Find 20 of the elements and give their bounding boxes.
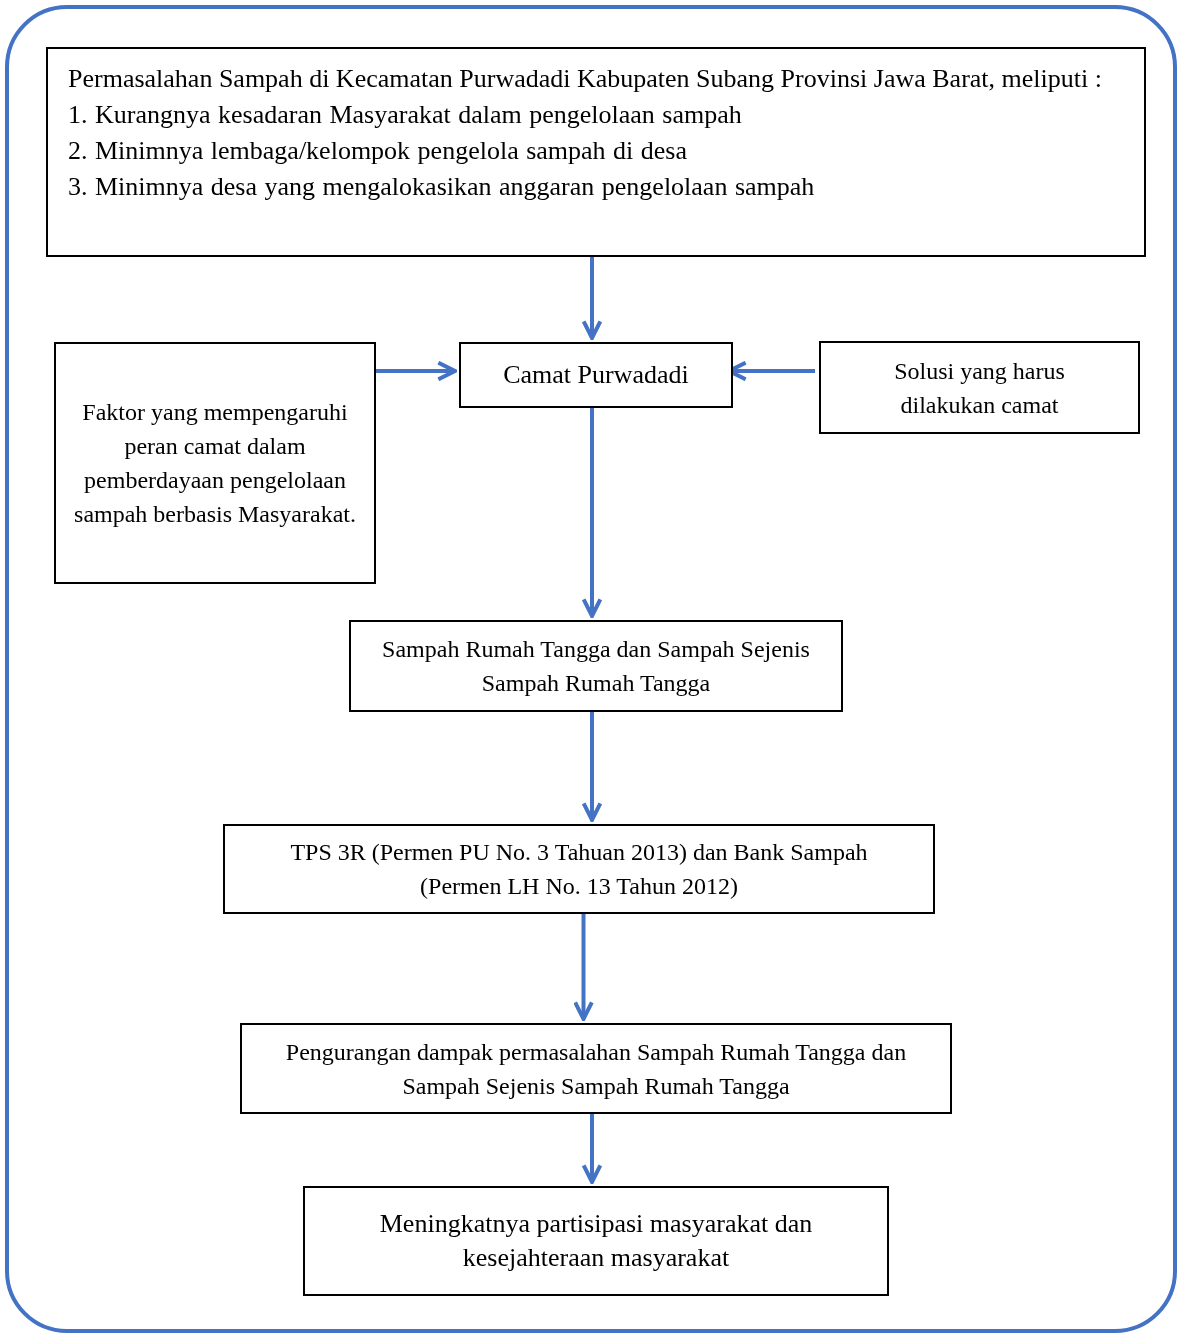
process-box <box>349 620 843 712</box>
process-box <box>240 1023 952 1114</box>
box-text: Meningkatnya partisipasi masyarakat dan kesejahteraan masyarakat <box>378 1208 814 1274</box>
box-text: Permasalahan Sampah di Kecamatan Purwadadi Kabupaten Subang Provinsi Jawa Barat, meliputi : <box>68 63 1103 95</box>
box-text: Solusi yang harus dilakukan camat <box>893 356 1066 420</box>
list-item: 1. Kurangnya kesadaran Masyarakat dalam pengelolaan sampah <box>68 99 743 131</box>
box-text: Pengurangan dampak permasalahan Sampah Rumah Tangga dan Sampah Sejenis Sampah Rumah Tangga <box>284 1037 908 1101</box>
box-text: Faktor yang mempengaruhi peran camat dalam pemberdayaan pengelolaan sampah berbasis Masyarakat. <box>73 398 357 529</box>
list-item: 3. Minimnya desa yang mengalokasikan anggaran pengelolaan sampah <box>68 171 816 203</box>
box-text: Sampah Rumah Tangga dan Sampah Sejenis Sampah Rumah Tangga <box>381 635 811 698</box>
box-text: TPS 3R (Permen PU No. 3 Tahuan 2013) dan Bank Sampah (Permen LH No. 13 Tahun 2012) <box>289 838 869 901</box>
list-item: 2. Minimnya lembaga/kelompok pengelola sampah di desa <box>68 135 689 167</box>
process-box <box>819 341 1140 434</box>
process-box <box>54 342 376 584</box>
process-box <box>223 824 935 914</box>
process-box <box>303 1186 889 1296</box>
box-text: Camat Purwadadi <box>502 359 690 391</box>
process-box <box>459 342 733 408</box>
process-box <box>46 47 1146 257</box>
rounded-frame <box>5 5 1177 1333</box>
